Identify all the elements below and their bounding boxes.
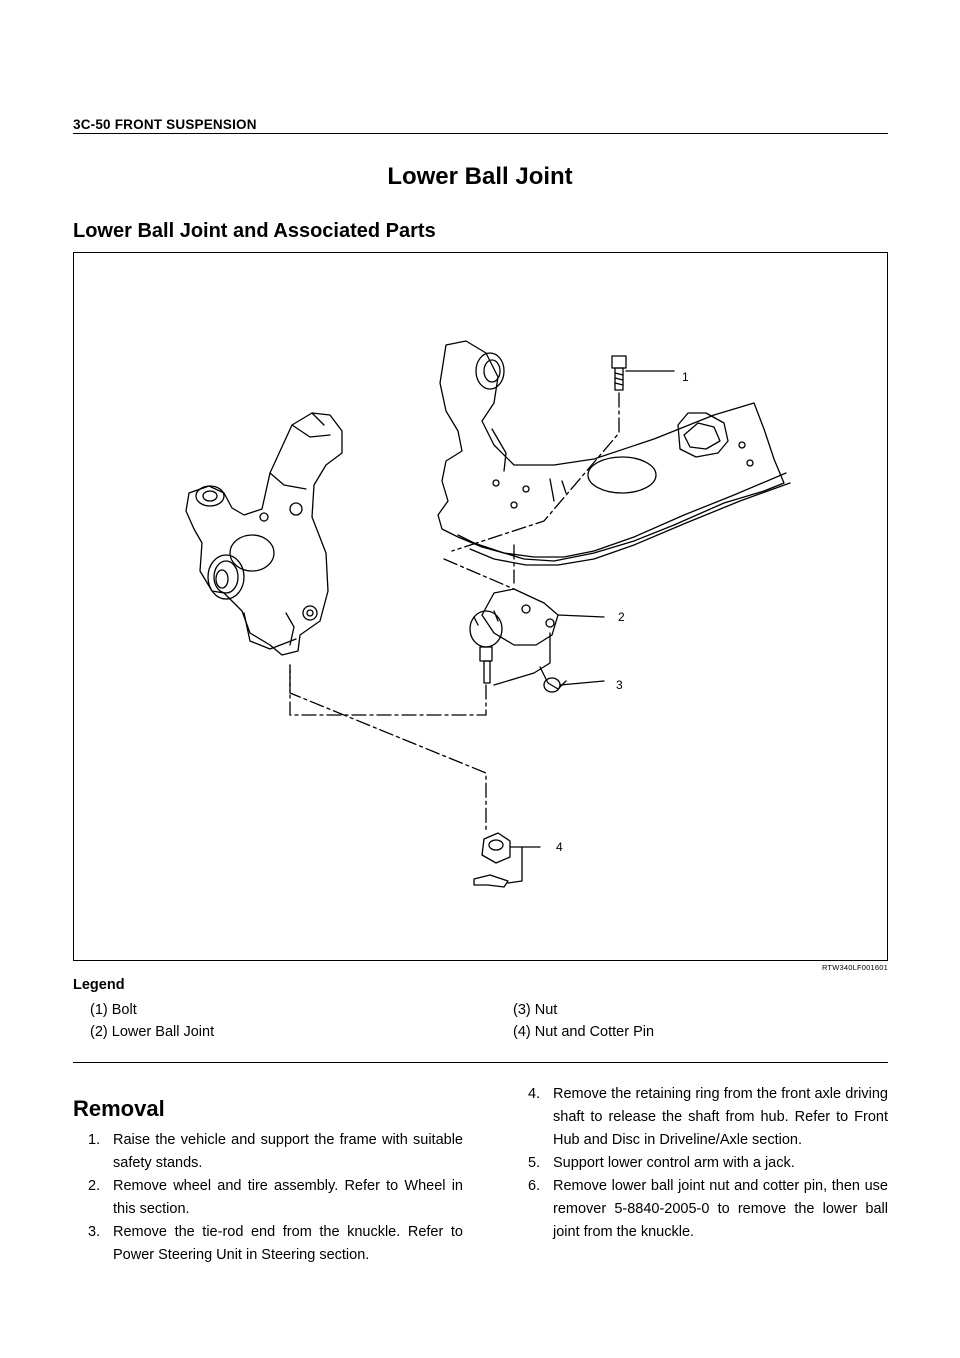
ball-joint-drawing [289, 544, 605, 716]
legend-item-lower-ball-joint: (2) Lower Ball Joint [90, 1024, 215, 1040]
removal-heading: Removal [73, 1096, 165, 1121]
legend-title: Legend [73, 977, 125, 993]
page-title: Lower Ball Joint [387, 163, 573, 190]
parts-diagram: 1 2 3 4 [73, 252, 888, 961]
removal-step: 6.Remove lower ball joint nut and cotter… [528, 1178, 888, 1240]
removal-step: 4.Remove the retaining ring from the fro… [528, 1086, 888, 1148]
figure-code: RTW340LF001601 [821, 963, 888, 972]
figure-heading: Lower Ball Joint and Associated Parts [73, 220, 436, 242]
nut-cotter-pin-drawing [289, 664, 541, 888]
removal-step: 1.Raise the vehicle and support the fram… [88, 1132, 463, 1171]
exploded-view-illustration: 1 2 3 4 [185, 340, 791, 888]
removal-step: 5.Support lower control arm with a jack. [528, 1155, 795, 1171]
bolt-drawing [451, 355, 675, 552]
legend-item-nut: (3) Nut [513, 1002, 558, 1018]
callout-1: 1 [682, 370, 689, 384]
removal-step: 2.Remove wheel and tire assembly. Refer … [88, 1178, 463, 1217]
callout-3: 3 [616, 678, 623, 692]
callout-2: 2 [618, 610, 625, 624]
legend-item-nut-cotter-pin: (4) Nut and Cotter Pin [513, 1024, 655, 1040]
section-header: 3C-50 FRONT SUSPENSION [73, 117, 257, 132]
removal-steps-left: 1.Raise the vehicle and support the fram… [76, 1129, 463, 1267]
steering-knuckle-drawing [185, 412, 343, 656]
header-rule [73, 133, 888, 134]
lower-control-arm-drawing [437, 340, 791, 566]
removal-step: 3.Remove the tie-rod end from the knuckl… [88, 1224, 463, 1263]
callout-4: 4 [556, 840, 563, 854]
legend-item-bolt: (1) Bolt [90, 1002, 137, 1018]
section-divider [73, 1062, 888, 1063]
removal-steps-right: 4.Remove the retaining ring from the fro… [516, 1083, 888, 1244]
